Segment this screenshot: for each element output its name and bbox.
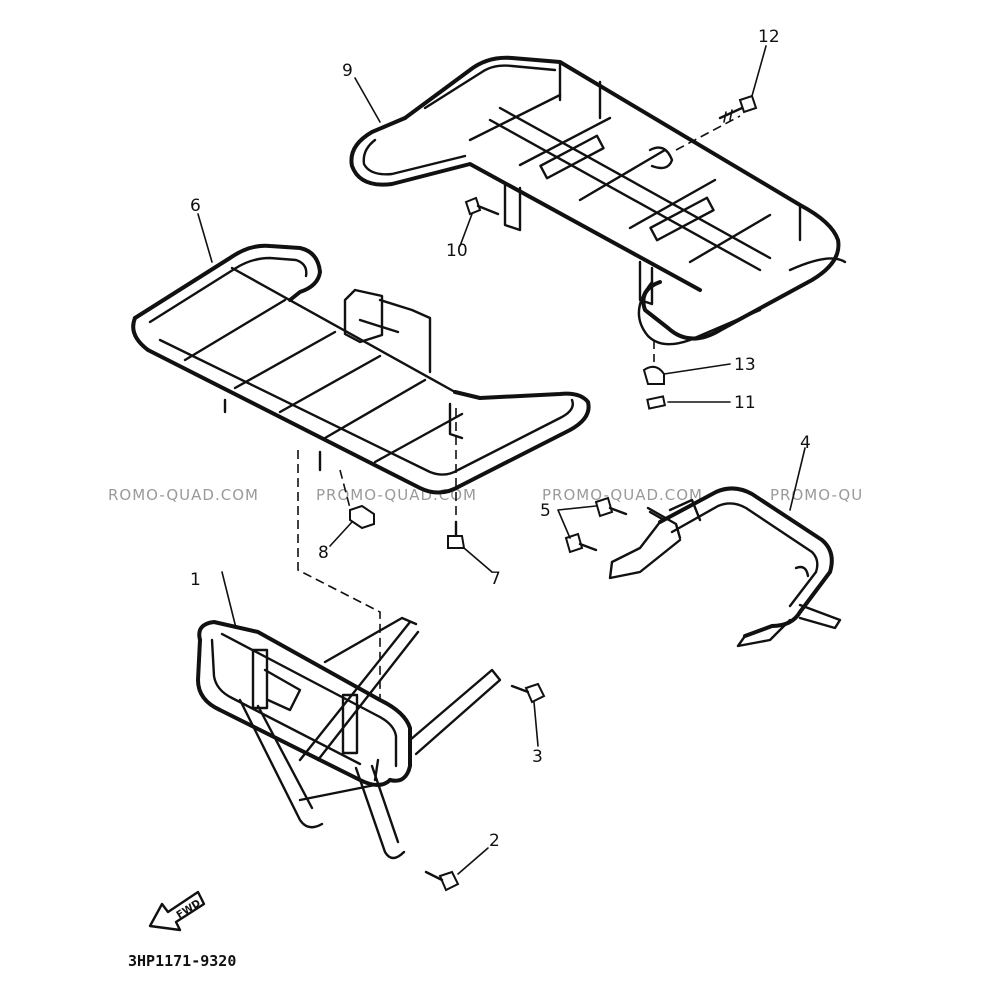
pin-icon-11 — [646, 395, 667, 410]
bolt-icon-12 — [718, 94, 758, 123]
callout-9: 9 — [342, 61, 353, 81]
callouts: 1 2 3 4 5 6 7 8 9 10 11 12 13 — [190, 27, 811, 851]
front-guard-part-1 — [196, 616, 502, 860]
callout-13: 13 — [734, 355, 756, 375]
front-carrier-part-6 — [131, 243, 591, 495]
brace-part-4 — [608, 486, 842, 648]
callout-3: 3 — [532, 747, 543, 767]
callout-11: 11 — [734, 393, 756, 413]
assembly-lines — [297, 115, 741, 700]
bolt-icon-3 — [510, 682, 546, 704]
bolt-icon-7 — [447, 520, 466, 549]
bolt-icon-10 — [464, 196, 500, 216]
bolt-icon-5a — [594, 496, 628, 518]
callout-8: 8 — [318, 543, 329, 563]
hardware — [349, 94, 758, 892]
fwd-arrow-icon: FWD — [148, 890, 206, 932]
rear-carrier-part-9 — [349, 55, 847, 346]
callout-12: 12 — [758, 27, 780, 47]
clip-icon-13 — [642, 365, 665, 385]
callout-6: 6 — [190, 196, 201, 216]
watermark-4: PROMO-QU — [770, 486, 863, 504]
callout-5: 5 — [540, 501, 551, 521]
callout-7: 7 — [490, 569, 501, 589]
bolt-icon-2 — [424, 870, 460, 892]
bolt-icon-5b — [564, 532, 598, 554]
watermark-3: PROMO-QUAD.COM — [542, 486, 703, 504]
watermark-1: ROMO-QUAD.COM — [108, 486, 259, 504]
fwd-label: FWD — [175, 898, 203, 921]
leader-lines — [197, 45, 806, 875]
callout-1: 1 — [190, 570, 201, 590]
callout-2: 2 — [489, 831, 500, 851]
nut-icon-8 — [349, 504, 375, 530]
callout-4: 4 — [800, 433, 811, 453]
callout-10: 10 — [446, 241, 468, 261]
part-code: 3HP1171-9320 — [128, 952, 236, 970]
